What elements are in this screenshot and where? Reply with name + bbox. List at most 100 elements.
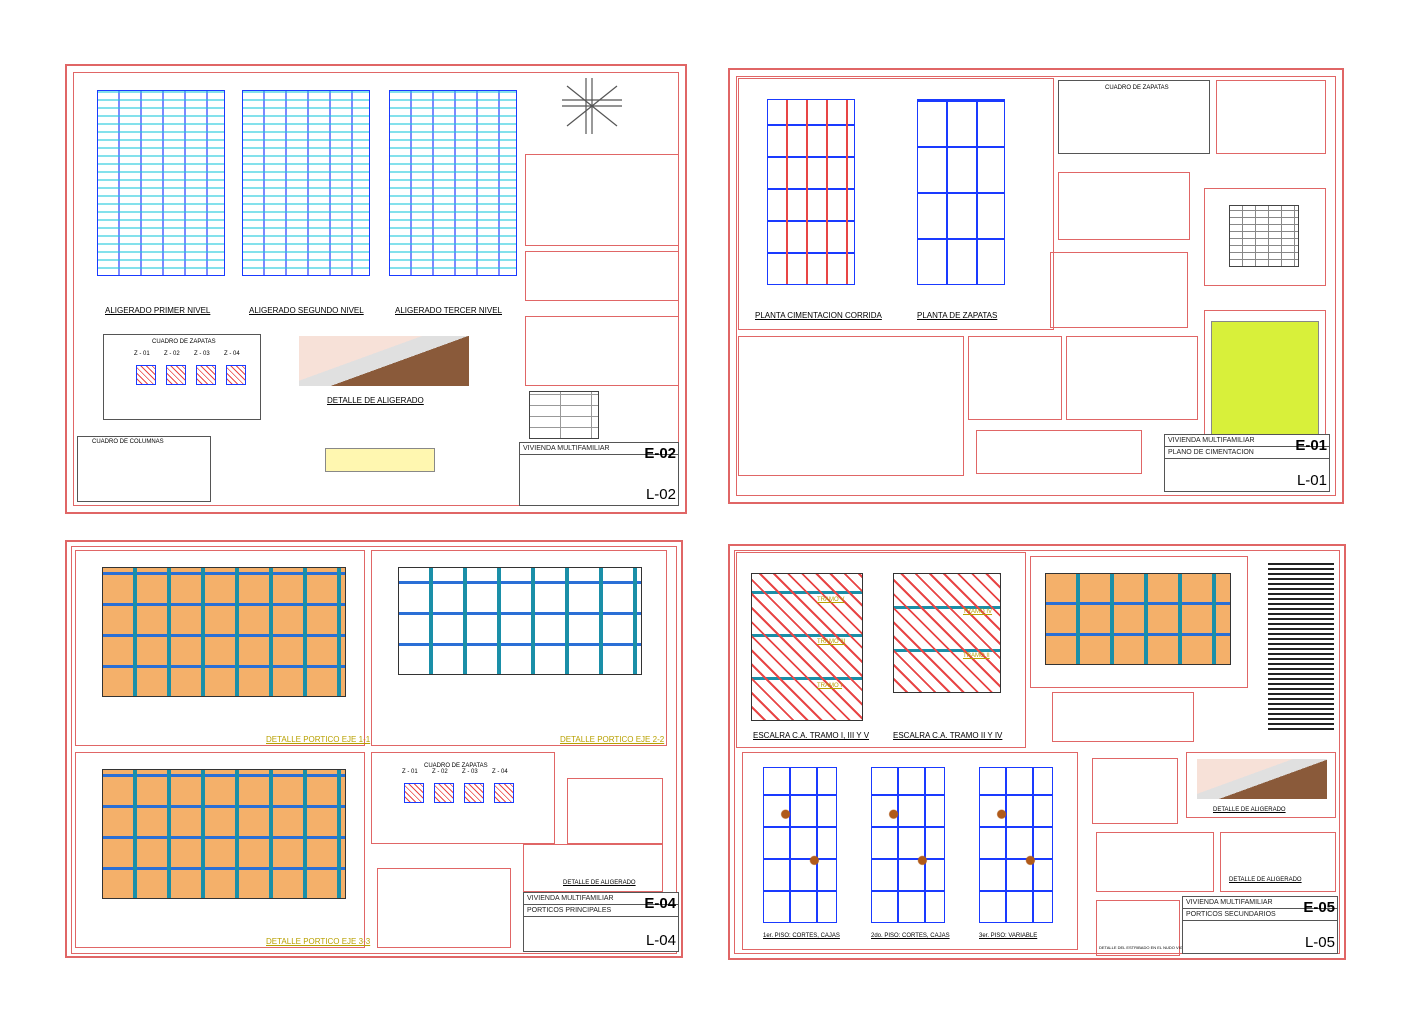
label-tramo-5: TRAMO V xyxy=(817,597,845,603)
portico-2-elevation xyxy=(398,567,642,675)
rebar-joint-detail xyxy=(562,78,622,134)
floorplan-2 xyxy=(871,767,945,923)
detail-box-anchor xyxy=(525,316,679,386)
footing-section-icon xyxy=(494,783,514,803)
slab-plan-3 xyxy=(389,90,517,276)
floorplans-box: 1er. PISO: CORTES, CAJAS 2do. PISO: CORT… xyxy=(742,752,1078,950)
label-floorplan-1: 1er. PISO: CORTES, CAJAS xyxy=(763,933,840,939)
detail-box-hooks xyxy=(525,154,679,246)
label-escalera-2: ESCALRA C.A. TRAMO II Y IV xyxy=(893,731,1003,740)
stair-section-1 xyxy=(751,573,863,721)
footing-id: Z - 03 xyxy=(462,769,478,775)
portico-1-box: DETALLE PORTICO EJE 1-1 xyxy=(75,550,370,746)
footing-id: Z - 01 xyxy=(134,351,150,357)
stairs-box: TRAMO I TRAMO III TRAMO V TRAMO II TRAMO… xyxy=(736,552,1026,748)
title-block-e04: VIVIENDA MULTIFAMILIAR PORTICOS PRINCIPA… xyxy=(523,892,679,952)
sheet-e05-inner xyxy=(734,550,1340,954)
sections-box xyxy=(738,336,964,476)
footings-table-title: CUADRO DE ZAPATAS xyxy=(152,339,216,345)
footings-table-title-e04: CUADRO DE ZAPATAS xyxy=(424,763,488,769)
footing-id: Z - 03 xyxy=(194,351,210,357)
floorplan-3 xyxy=(979,767,1053,923)
footing-id: Z - 04 xyxy=(224,351,240,357)
wall-anchor-detail xyxy=(1050,252,1188,328)
footings-table-title-e01: CUADRO DE ZAPATAS xyxy=(1105,85,1169,91)
stirrup-table-e05 xyxy=(1096,832,1214,892)
portico-3-elevation xyxy=(102,769,346,899)
aligerado-iso xyxy=(299,336,469,386)
beam-detail-box xyxy=(968,336,1062,420)
footing-section-icon xyxy=(434,783,454,803)
stirrup-table xyxy=(325,448,435,472)
detail-box-aligerado-section xyxy=(525,251,679,301)
tb-project-e05: VIVIENDA MULTIFAMILIAR xyxy=(1183,897,1337,909)
tb-plano-e04: PORTICOS PRINCIPALES xyxy=(524,905,678,917)
label-plan-3: ALIGERADO TERCER NIVEL xyxy=(395,306,502,315)
sheet-e01: PLANTA CIMENTACION CORRIDA PLANTA DE ZAP… xyxy=(728,68,1344,504)
columns-table-title: CUADRO DE COLUMNAS xyxy=(92,439,164,445)
label-tramo-3: TRAMO III xyxy=(817,639,846,645)
sheet-e04: DETALLE PORTICO EJE 1-1 DETALLE PORTICO … xyxy=(65,540,683,958)
tb-sheet-code-e01: E-01 xyxy=(1295,437,1327,454)
tb-sheet-lcode-e01: L-01 xyxy=(1296,472,1327,489)
floorplan-1 xyxy=(763,767,837,923)
reinforcement-table xyxy=(529,391,599,439)
footing-section-icon xyxy=(464,783,484,803)
label-nudo: DETALLE DEL ESTRIBADO EN EL NUDO VIGA CO… xyxy=(1099,945,1207,950)
tb-project-e04: VIVIENDA MULTIFAMILIAR xyxy=(524,893,678,905)
footing-section-icon xyxy=(136,365,156,385)
label-tramo-1: TRAMO I xyxy=(817,683,842,689)
stair-section-2 xyxy=(893,573,1001,693)
tb-sheet-lcode: L-02 xyxy=(645,486,676,503)
tb-plano-e01: PLANO DE CIMENTACION xyxy=(1165,447,1329,459)
footing-id: Z - 02 xyxy=(432,769,448,775)
rebar-joint-e04 xyxy=(567,778,663,844)
footing-id: Z - 04 xyxy=(492,769,508,775)
stirrup-legend-box xyxy=(976,430,1142,474)
slab-plan-1 xyxy=(97,90,225,276)
plan-cimentacion xyxy=(767,99,855,285)
footing-section-icon xyxy=(166,365,186,385)
tb-sheet-lcode-e05: L-05 xyxy=(1304,934,1335,951)
label-aligerado: DETALLE DE ALIGERADO xyxy=(327,396,424,405)
label-escalera-1: ESCALRA C.A. TRAMO I, III Y V xyxy=(753,731,870,740)
footings-table-e01: CUADRO DE ZAPATAS xyxy=(1058,80,1210,154)
title-block-e02: VIVIENDA MULTIFAMILIAR E-02 L-02 xyxy=(519,442,679,506)
specs-note xyxy=(1211,321,1319,441)
rebar-joint-e05 xyxy=(1092,758,1178,824)
portico-3-box: DETALLE PORTICO EJE 3-3 xyxy=(75,752,370,948)
column-joint-box xyxy=(1066,336,1198,420)
tb-sheet-code-e04: E-04 xyxy=(644,895,676,912)
tb-sheet-code-e05: E-05 xyxy=(1303,899,1335,916)
sheet-e05: TRAMO I TRAMO III TRAMO V TRAMO II TRAMO… xyxy=(728,544,1346,960)
label-portico-1: DETALLE PORTICO EJE 1-1 xyxy=(266,735,371,744)
aligerado-section-e05: DETALLE DE ALIGERADO xyxy=(1220,832,1336,892)
aligerado-iso-box-e05: DETALLE DE ALIGERADO xyxy=(1186,752,1336,818)
sheet-e04-inner xyxy=(71,546,677,954)
label-tramo-2: TRAMO II xyxy=(963,653,990,659)
wall-detail-e01 xyxy=(1204,188,1326,286)
sheet-e02: ALIGERADO PRIMER NIVEL ALIGERADO SEGUNDO… xyxy=(65,64,687,514)
sheet-e01-inner xyxy=(736,76,1336,496)
footing-section-icon xyxy=(404,783,424,803)
label-plan-1: ALIGERADO PRIMER NIVEL xyxy=(105,306,211,315)
brick-wall xyxy=(1229,205,1299,267)
footing-section xyxy=(1216,80,1326,154)
column-table-e01 xyxy=(1058,172,1190,240)
label-floorplan-2: 2do. PISO: CORTES, CAJAS xyxy=(871,933,950,939)
aligerado-iso-e05 xyxy=(1197,759,1327,799)
plan-cimentacion-box: PLANTA CIMENTACION CORRIDA PLANTA DE ZAP… xyxy=(738,78,1054,330)
label-aligerado-e05: DETALLE DE ALIGERADO xyxy=(1213,807,1286,813)
footing-id: Z - 01 xyxy=(402,769,418,775)
nudo-detail-e05: DETALLE DEL ESTRIBADO EN EL NUDO VIGA CO… xyxy=(1096,900,1206,956)
columns-table: CUADRO DE COLUMNAS xyxy=(77,436,211,502)
column-table-e04 xyxy=(377,868,511,948)
plan-zapatas xyxy=(917,99,1005,285)
slab-plan-2 xyxy=(242,90,370,276)
stirrup-detail-e05 xyxy=(1052,692,1194,742)
portico-sec-elevation xyxy=(1045,573,1231,665)
title-block-e01: VIVIENDA MULTIFAMILIAR PLANO DE CIMENTAC… xyxy=(1164,434,1330,492)
label-floorplan-3: 3er. PISO: VARIABLE xyxy=(979,933,1038,939)
tb-plano-e05: PORTICOS SECUNDARIOS xyxy=(1183,909,1337,921)
